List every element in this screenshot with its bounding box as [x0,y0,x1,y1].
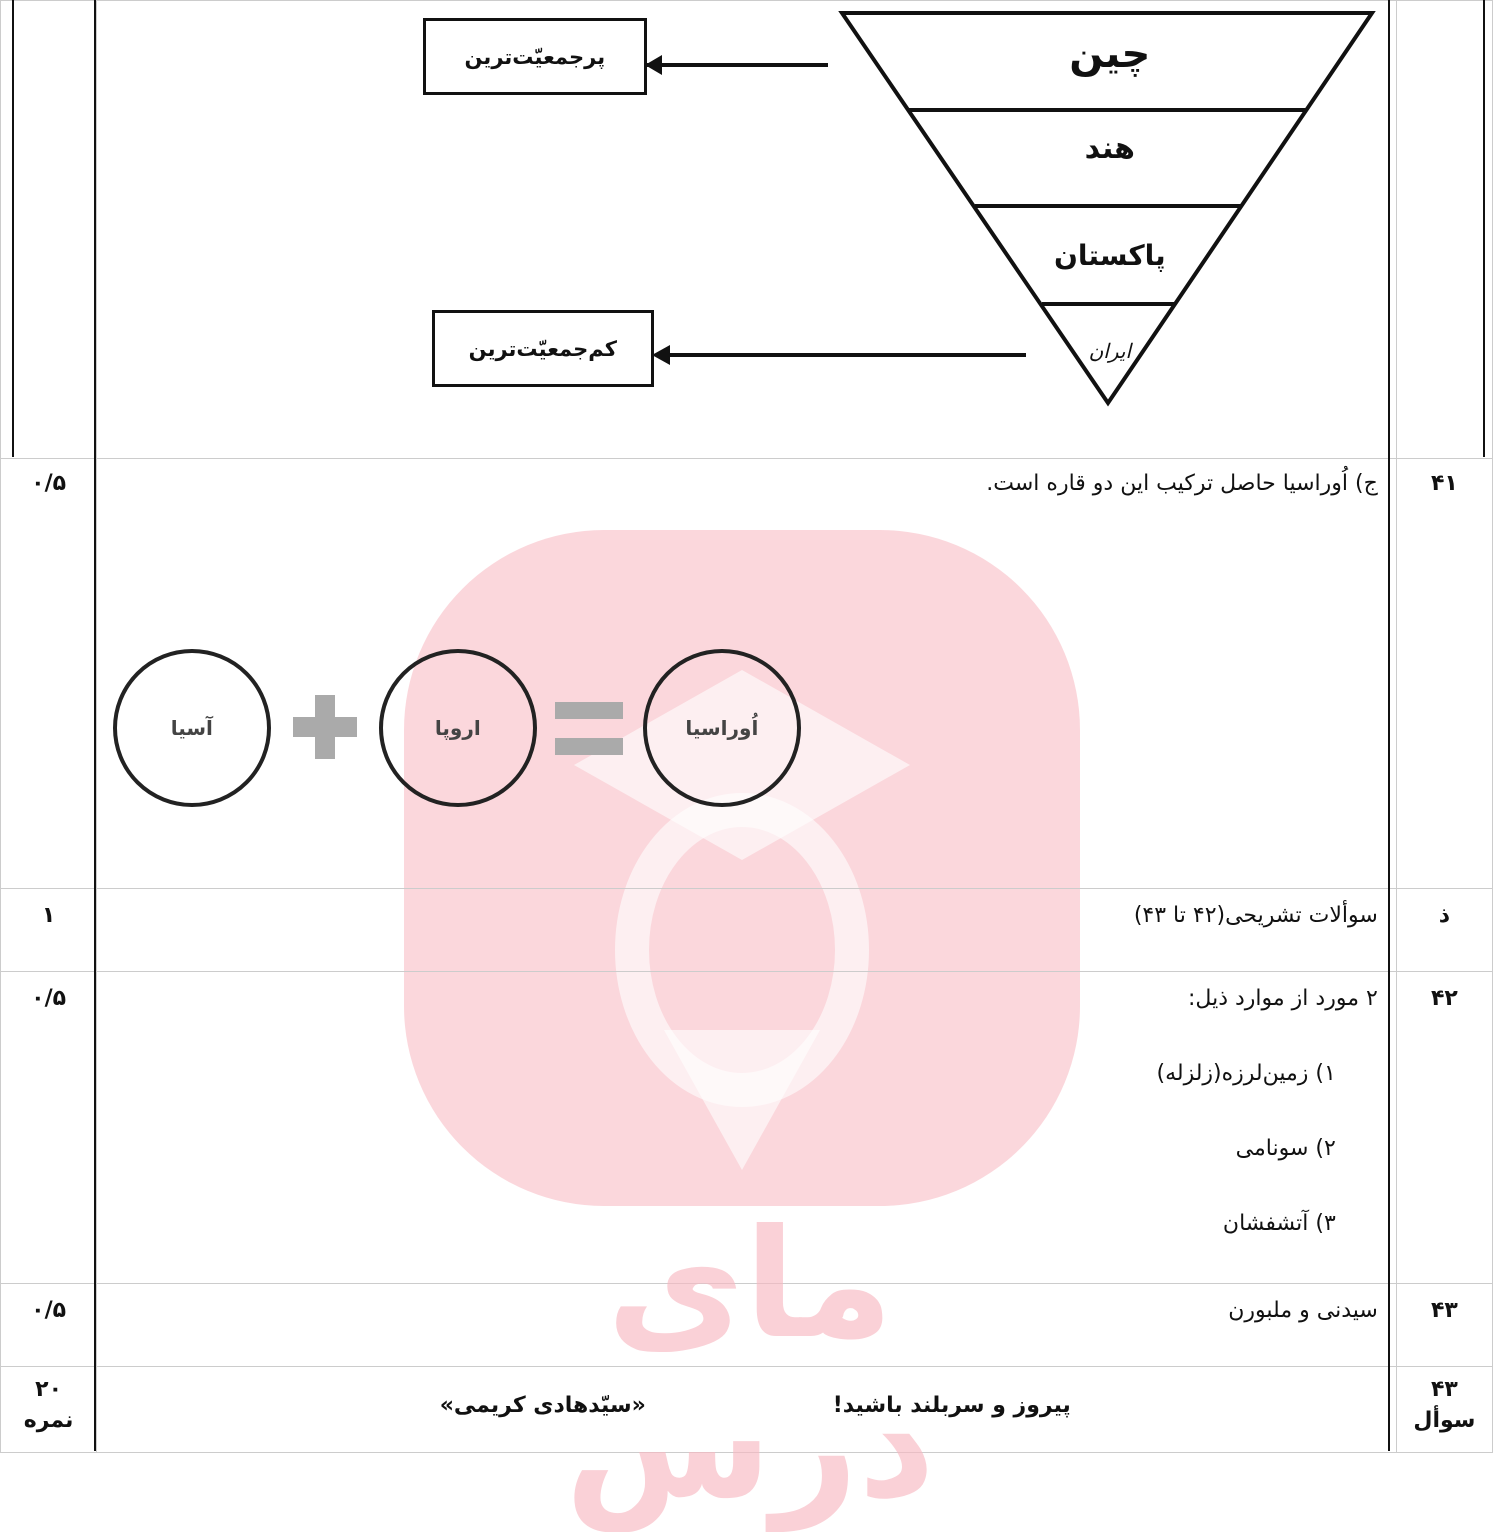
answer-text: سوألات تشریحی(۴۲ تا ۴۳) [1133,903,1378,928]
score-cell: ۰/۵ [0,1283,98,1367]
author-name: «سیّدهادی کریمی» [439,1393,646,1418]
answer-text: ۲ مورد از موارد ذیل: [1188,986,1378,1011]
footer-message-cell: پیروز و سربلند باشید! «سیّدهادی کریمی» [96,1366,1397,1453]
answer-cell: ۲ مورد از موارد ذیل: ۱) زمین‌لرزه(زلزله)… [96,971,1397,1284]
least-populous-label: کم‌جمعیّت‌ترین [431,310,654,387]
answer-cell: سوألات تشریحی(۴۲ تا ۴۳) [96,888,1397,972]
circle-asia: آسیا [112,649,271,807]
list-item: ۱) زمین‌لرزه(زلزله) [1156,1061,1336,1086]
pyramid-level-india: هند [1084,131,1135,166]
question-number-cell: ۴۳ [1395,1283,1493,1367]
table-row: ۴۳ سیدنی و ملبورن ۰/۵ [0,1283,1493,1367]
equals-sign-bottom-icon [554,738,623,755]
question-number: ۴۱ [1430,471,1458,496]
table-row: ۴۲ ۲ مورد از موارد ذیل: ۱) زمین‌لرزه(زلز… [0,971,1493,1284]
score-cell: ۰/۵ [0,971,98,1284]
score-cell: ۰/۵ [0,458,98,889]
question-number-cell: ذ [1395,888,1493,972]
total-score-value: ۲۰ [35,1377,63,1402]
question-number-cell: ۴۱ [1395,458,1493,889]
score-value: ۱ [41,903,56,928]
population-pyramid [594,11,1376,407]
question-number-cell [1395,0,1493,459]
score-value: ۰/۵ [31,471,67,496]
question-number: ۴۳ [1430,1298,1458,1323]
table-row: ۴۱ ج) اُوراسیا حاصل ترکیب این دو قاره اس… [0,458,1493,889]
page-border-left [12,0,14,457]
total-questions-label: سوأل [1413,1408,1476,1433]
table-border-right [1388,0,1390,1451]
total-questions-value: ۴۳ [1430,1377,1458,1402]
circle-eurasia: اُوراسیا [642,649,801,807]
answer-cell: ج) اُوراسیا حاصل ترکیب این دو قاره است. … [96,458,1397,889]
score-cell [0,0,98,459]
table-row: چین هند پاکستان ایران پرجمعیّت‌ترین کم‌ج… [0,0,1493,459]
plus-sign-vertical-icon [314,695,335,759]
footer-row: ۴۳ سوأل پیروز و سربلند باشید! «سیّدهادی … [0,1366,1493,1453]
pyramid-level-pakistan: پاکستان [1053,239,1166,272]
question-number: ذ [1438,903,1451,928]
pyramid-level-china: چین [1069,31,1151,77]
question-number-cell: ۴۲ [1395,971,1493,1284]
pyramid-level-iran: ایران [1088,339,1132,363]
score-cell: ۱ [0,888,98,972]
total-questions-cell: ۴۳ سوأل [1395,1366,1493,1453]
pyramid-cell: چین هند پاکستان ایران پرجمعیّت‌ترین کم‌ج… [96,0,1397,459]
most-populous-label: پرجمعیّت‌ترین [422,18,647,95]
total-score-cell: ۲۰ نمره [0,1366,98,1453]
answer-text: سیدنی و ملبورن [1228,1298,1378,1323]
score-value: ۰/۵ [31,1298,67,1323]
list-item: ۲) سونامی [1235,1136,1336,1161]
answer-text: ج) اُوراسیا حاصل ترکیب این دو قاره است. [986,471,1378,496]
total-score-label: نمره [23,1408,74,1433]
question-number: ۴۲ [1430,986,1458,1011]
table-row: ذ سوألات تشریحی(۴۲ تا ۴۳) ۱ [0,888,1493,972]
answer-table: چین هند پاکستان ایران پرجمعیّت‌ترین کم‌ج… [0,0,1493,1453]
circle-europe: اروپا [378,649,537,807]
page-border-right [1483,0,1485,457]
wish-text: پیروز و سربلند باشید! [832,1393,1071,1418]
answer-cell: سیدنی و ملبورن [96,1283,1397,1367]
score-value: ۰/۵ [31,986,67,1011]
table-border-left [94,0,96,1451]
list-item: ۳) آتشفشان [1222,1211,1336,1236]
equals-sign-top-icon [554,702,623,719]
